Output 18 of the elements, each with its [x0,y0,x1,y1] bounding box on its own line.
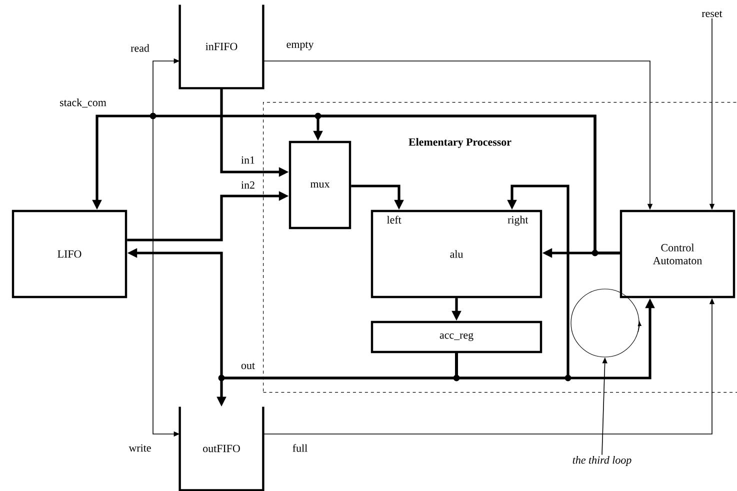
loop-circle [570,288,642,358]
fifo-container: outFIFO [178,406,264,491]
edge-label: read [130,44,150,52]
text-label: reset [702,10,722,18]
process-box: Control Automaton [620,210,736,298]
process-box: mux [288,140,352,230]
process-box: acc_reg [370,320,542,354]
text-label: the third loop [572,456,632,466]
process-box: LIFO [12,210,128,298]
edge-label: write [128,444,151,452]
edge-label: full [292,444,308,452]
edge-label: stack_com [60,98,106,108]
edge-label: empty [286,42,314,50]
edge-label: out [241,362,255,370]
fifo-container: inFIFO [178,4,264,90]
edge-label: in2 [241,181,254,189]
alu-box: alu left right [370,210,542,298]
edge-label: in1 [241,156,254,164]
